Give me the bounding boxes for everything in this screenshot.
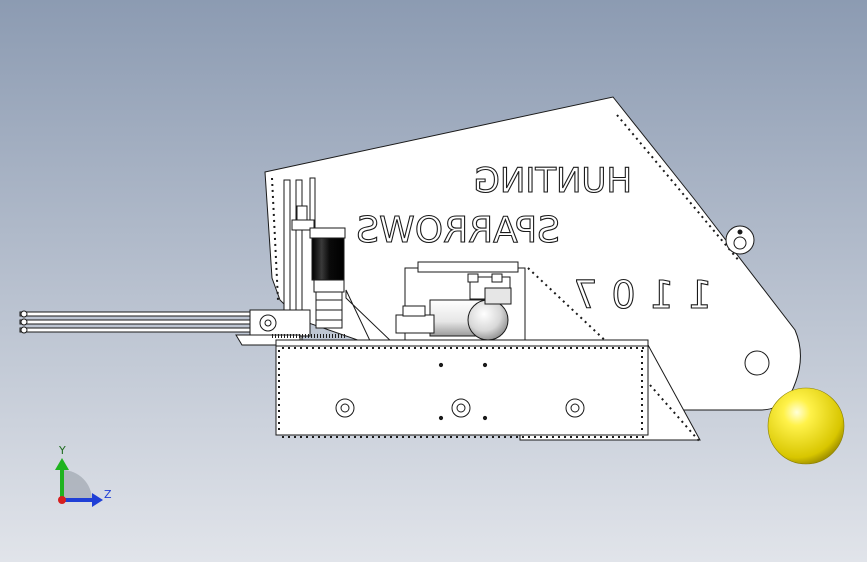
chassis-box xyxy=(275,342,649,436)
triad-y-label: Y xyxy=(58,444,66,457)
wheel-hub-3 xyxy=(565,398,585,418)
chassis-lip xyxy=(275,339,649,347)
bay-inner xyxy=(417,261,519,273)
plate-text-sparrows: SPARROWS xyxy=(356,210,560,251)
plate-text-hunting: HUNTING xyxy=(474,161,632,201)
drive-motor xyxy=(309,227,346,329)
plate-text-team-number: 1107 xyxy=(559,273,712,317)
wheel-hub-2 xyxy=(451,398,471,418)
screw-hole xyxy=(438,415,444,421)
edge-rivets-gusset xyxy=(649,384,701,443)
screw-hole xyxy=(482,362,488,368)
screw-hole xyxy=(482,415,488,421)
edge-rivets-top xyxy=(616,114,741,263)
plate-lettering: HUNTING SPARROWS 1107 xyxy=(356,160,713,317)
intake-rods xyxy=(19,309,311,337)
robot-model[interactable]: HUNTING SPARROWS 1107 xyxy=(19,96,845,465)
wheel-hub-1 xyxy=(335,398,355,418)
edge-rivets-front xyxy=(271,177,279,301)
pivot-hole-bottom xyxy=(744,350,770,376)
pivot-hole-top xyxy=(725,225,755,255)
pneumatic-cylinder xyxy=(395,273,512,341)
bracket-nut xyxy=(296,205,308,221)
game-ball[interactable] xyxy=(767,387,845,465)
screw-hole xyxy=(438,362,444,368)
edge-rivets-lower xyxy=(527,267,611,346)
coordinate-triad-icon: Y Z xyxy=(55,444,112,507)
triad-z-label: Z xyxy=(104,488,112,501)
